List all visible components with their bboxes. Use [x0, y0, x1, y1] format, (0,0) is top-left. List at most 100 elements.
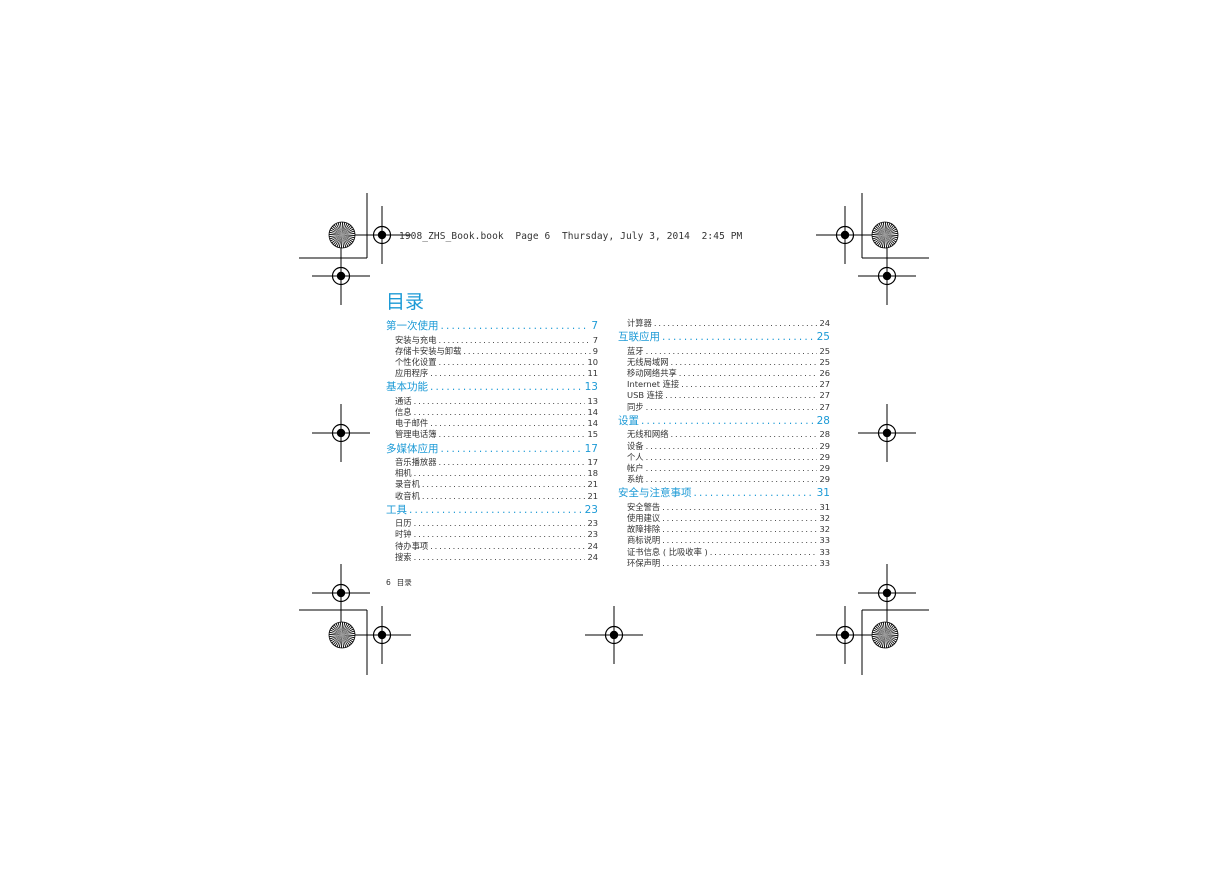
- toc-leader-dots: [430, 368, 585, 379]
- toc-entry-title: 无线和网络: [627, 429, 669, 440]
- toc-entry-title: 日历: [395, 518, 412, 529]
- toc-entry[interactable]: 计算器24: [618, 318, 830, 329]
- toc-entry-page: 24: [819, 318, 830, 328]
- toc-entry-title: 移动网络共享: [627, 368, 677, 379]
- toc-section[interactable]: 多媒体应用17: [386, 442, 598, 458]
- toc-entry-page: 31: [819, 501, 830, 512]
- toc-entry-title: 时钟: [395, 529, 412, 540]
- toc-entry-page: 23: [587, 529, 598, 540]
- toc-entry-title: 相机: [395, 468, 412, 479]
- toc-entry[interactable]: 帐户29: [618, 463, 830, 474]
- toc-entry[interactable]: 证书信息 ( 比吸收率 )33: [618, 547, 830, 558]
- toc-leader-dots: [646, 474, 818, 485]
- toc-entry-page: 32: [819, 524, 830, 535]
- toc-entry[interactable]: 移动网络共享26: [618, 368, 830, 379]
- toc-leader-dots: [671, 357, 818, 368]
- toc-entry[interactable]: 个性化设置10: [386, 357, 598, 368]
- toc-entry[interactable]: 系统29: [618, 474, 830, 485]
- toc-leader-dots: [710, 547, 818, 558]
- toc-entry[interactable]: 录音机21: [386, 479, 598, 490]
- toc-leader-dots: [439, 357, 586, 368]
- toc-entry[interactable]: 个人29: [618, 452, 830, 463]
- toc-leader-dots: [422, 491, 586, 502]
- toc-leader-dots: [662, 330, 815, 346]
- toc-leader-dots: [662, 524, 817, 535]
- toc-entry-title: Internet 连接: [627, 379, 680, 390]
- toc-entry[interactable]: 相机18: [386, 468, 598, 479]
- toc-entry[interactable]: 电子邮件14: [386, 418, 598, 429]
- toc-entry-title: 同步: [627, 401, 644, 412]
- toc-entry-page: 21: [587, 490, 598, 501]
- toc-entry[interactable]: 通话13: [386, 396, 598, 407]
- toc-entry-page: 27: [819, 390, 830, 401]
- registration-mark-icon: [312, 404, 370, 462]
- toc-entry-title: 帐户: [627, 462, 644, 473]
- toc-entry-title: 个性化设置: [395, 356, 437, 367]
- toc-leader-dots: [414, 468, 586, 479]
- toc-entry[interactable]: 管理电话簿15: [386, 429, 598, 440]
- star-target-icon: [871, 621, 899, 649]
- footer-label: 目录: [396, 578, 412, 587]
- toc-entry[interactable]: 商标说明33: [618, 535, 830, 546]
- toc-entry-title: 安装与充电: [395, 334, 437, 345]
- toc-entry-title: 录音机: [395, 479, 420, 490]
- book-info-line: 1908_ZHS_Book.book Page 6 Thursday, July…: [399, 231, 743, 242]
- star-target-icon: [328, 221, 356, 249]
- toc-entry-page: 14: [587, 406, 598, 417]
- toc-entry[interactable]: 日历23: [386, 518, 598, 529]
- registration-mark-icon: [858, 404, 916, 462]
- toc-entry[interactable]: Internet 连接27: [618, 379, 830, 390]
- toc-entry-title: 通话: [395, 395, 412, 406]
- toc-leader-dots: [662, 535, 817, 546]
- toc-section[interactable]: 第一次使用7: [386, 319, 598, 335]
- toc-entry-title: USB 连接: [627, 390, 664, 401]
- toc-entry[interactable]: 时钟 23: [386, 529, 598, 540]
- toc-section[interactable]: 设置28: [618, 414, 830, 430]
- toc-entry[interactable]: 环保声明33: [618, 558, 830, 569]
- toc-section[interactable]: 安全与注意事项31: [618, 486, 830, 502]
- toc-section[interactable]: 互联应用25: [618, 330, 830, 346]
- toc-entry[interactable]: 信息 14: [386, 407, 598, 418]
- toc-entry-title: 蓝牙: [627, 345, 644, 356]
- toc-entry-title: 安全警告: [627, 501, 661, 512]
- toc-leader-dots: [430, 380, 583, 396]
- toc-entry[interactable]: 安装与充电7: [386, 335, 598, 346]
- toc-entry-title: 故障排除: [627, 524, 661, 535]
- toc-entry[interactable]: 同步 27: [618, 402, 830, 413]
- toc-leader-dots: [694, 486, 815, 502]
- toc-entry[interactable]: 应用程序11: [386, 368, 598, 379]
- toc-entry[interactable]: 安全警告 31: [618, 502, 830, 513]
- toc-entry-title: 环保声明: [627, 557, 661, 568]
- toc-entry-page: 17: [587, 457, 598, 467]
- toc-entry[interactable]: 设备29: [618, 441, 830, 452]
- toc-column-left: 第一次使用7安装与充电7存储卡安装与卸载9个性化设置10应用程序11基本功能13…: [386, 318, 598, 563]
- toc-entry[interactable]: 无线和网络28: [618, 429, 830, 440]
- star-target-icon: [328, 621, 356, 649]
- toc-entry[interactable]: 无线局域网25: [618, 357, 830, 368]
- toc-entry[interactable]: USB 连接 27: [618, 390, 830, 401]
- toc-leader-dots: [662, 502, 817, 513]
- toc-entry-page: 27: [819, 401, 830, 412]
- registration-mark-icon: [353, 606, 411, 664]
- toc-section-page: 31: [816, 487, 830, 500]
- registration-mark-icon: [816, 606, 874, 664]
- toc-entry[interactable]: 存储卡安装与卸载9: [386, 346, 598, 357]
- toc-entry-title: 搜索: [395, 551, 412, 562]
- toc-entry[interactable]: 蓝牙25: [618, 346, 830, 357]
- toc-leader-dots: [441, 442, 583, 458]
- toc-entry-title: 使用建议: [627, 512, 661, 523]
- toc-section-title: 互联应用: [618, 331, 660, 344]
- toc-entry[interactable]: 故障排除 32: [618, 524, 830, 535]
- toc-leader-dots: [430, 418, 585, 429]
- toc-entry-title: 个人: [627, 451, 644, 462]
- toc-section[interactable]: 工具23: [386, 503, 598, 519]
- toc-entry[interactable]: 音乐播放器17: [386, 457, 598, 468]
- footer-page-number: 6: [386, 578, 391, 587]
- toc-entry[interactable]: 待办事项24: [386, 541, 598, 552]
- toc-section[interactable]: 基本功能13: [386, 380, 598, 396]
- toc-entry[interactable]: 收音机21: [386, 491, 598, 502]
- toc-entry-title: 待办事项: [395, 540, 429, 551]
- toc-entry-title: 信息: [395, 406, 412, 417]
- toc-entry[interactable]: 搜索24: [386, 552, 598, 563]
- toc-entry[interactable]: 使用建议32: [618, 513, 830, 524]
